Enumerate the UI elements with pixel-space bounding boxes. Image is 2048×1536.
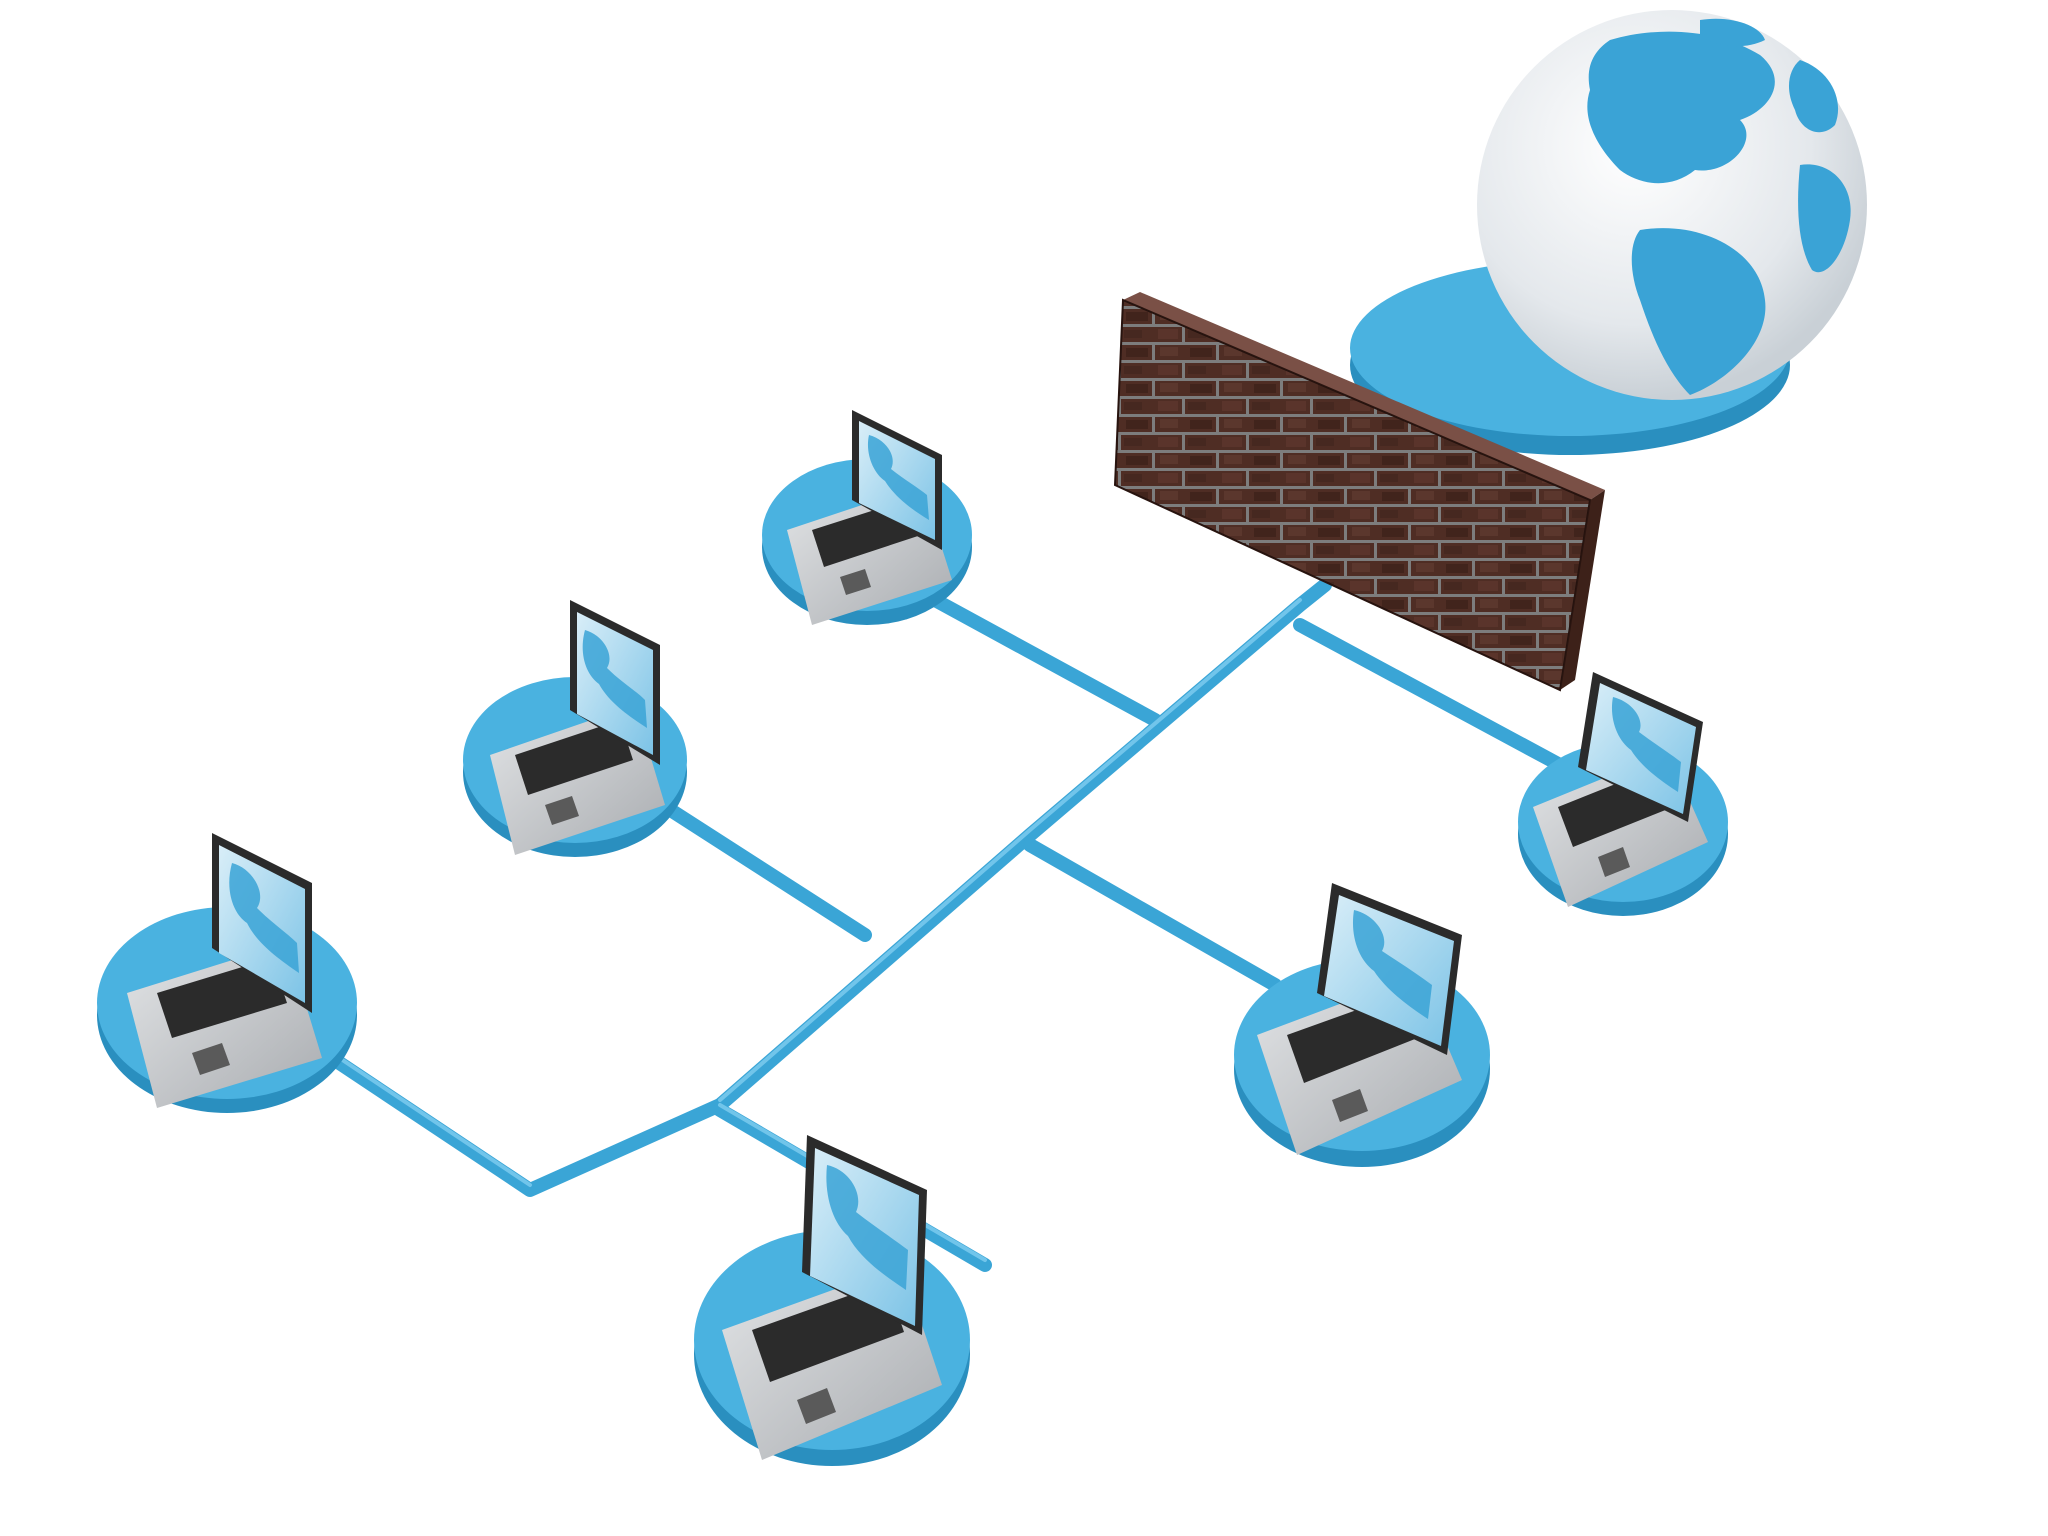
laptop-node-1 [97, 833, 357, 1113]
globe-node [1350, 10, 1867, 455]
laptop-touchpad [1332, 1089, 1368, 1122]
cable-laptop-5 [1023, 838, 1282, 992]
laptop-node-2 [463, 600, 687, 857]
screen-map-graphic [867, 435, 929, 520]
laptop-keyboard [752, 1282, 904, 1382]
laptop-keyboard [157, 958, 287, 1038]
laptop-touchpad [192, 1043, 230, 1075]
cable-laptop-4 [1293, 618, 1567, 772]
firewall-node [1113, 292, 1605, 692]
laptop-node-4 [1518, 672, 1728, 916]
globe-land-europe [1788, 60, 1839, 133]
cable-network [298, 413, 1567, 1272]
laptop-touchpad [545, 796, 579, 825]
screen-map-graphic [582, 630, 647, 728]
brick-wall-icon [1115, 300, 1590, 690]
laptop-touchpad [1598, 847, 1630, 877]
screen-map-graphic [826, 1165, 908, 1290]
laptop-touchpad [797, 1388, 836, 1424]
screen-map-graphic [1611, 697, 1681, 792]
globe-land-south-america [1631, 228, 1766, 395]
laptop-keyboard [515, 720, 633, 795]
globe-land-africa [1798, 164, 1851, 273]
firewall-wall-front [1115, 300, 1590, 690]
screen-map-graphic [229, 863, 299, 973]
cable-trunk [713, 578, 1332, 1112]
laptop-touchpad [840, 569, 871, 595]
laptop-node-6 [694, 1135, 970, 1466]
firewall-wall-outline [1113, 298, 1592, 692]
firewall-wall-side [1560, 490, 1605, 690]
cable-laptop-1 [298, 1033, 727, 1197]
globe-land-greenland [1700, 18, 1765, 47]
globe-icon [1477, 10, 1867, 400]
firewall-wall-top [1123, 292, 1605, 500]
cable-laptop-3 [928, 593, 1162, 727]
cable-laptop-2 [648, 793, 872, 942]
laptops [97, 410, 1728, 1466]
screen-map-graphic [1352, 910, 1432, 1019]
laptop-node-3 [762, 410, 972, 625]
laptop-node-5 [1234, 883, 1490, 1167]
globe-land-north-america [1587, 31, 1775, 184]
